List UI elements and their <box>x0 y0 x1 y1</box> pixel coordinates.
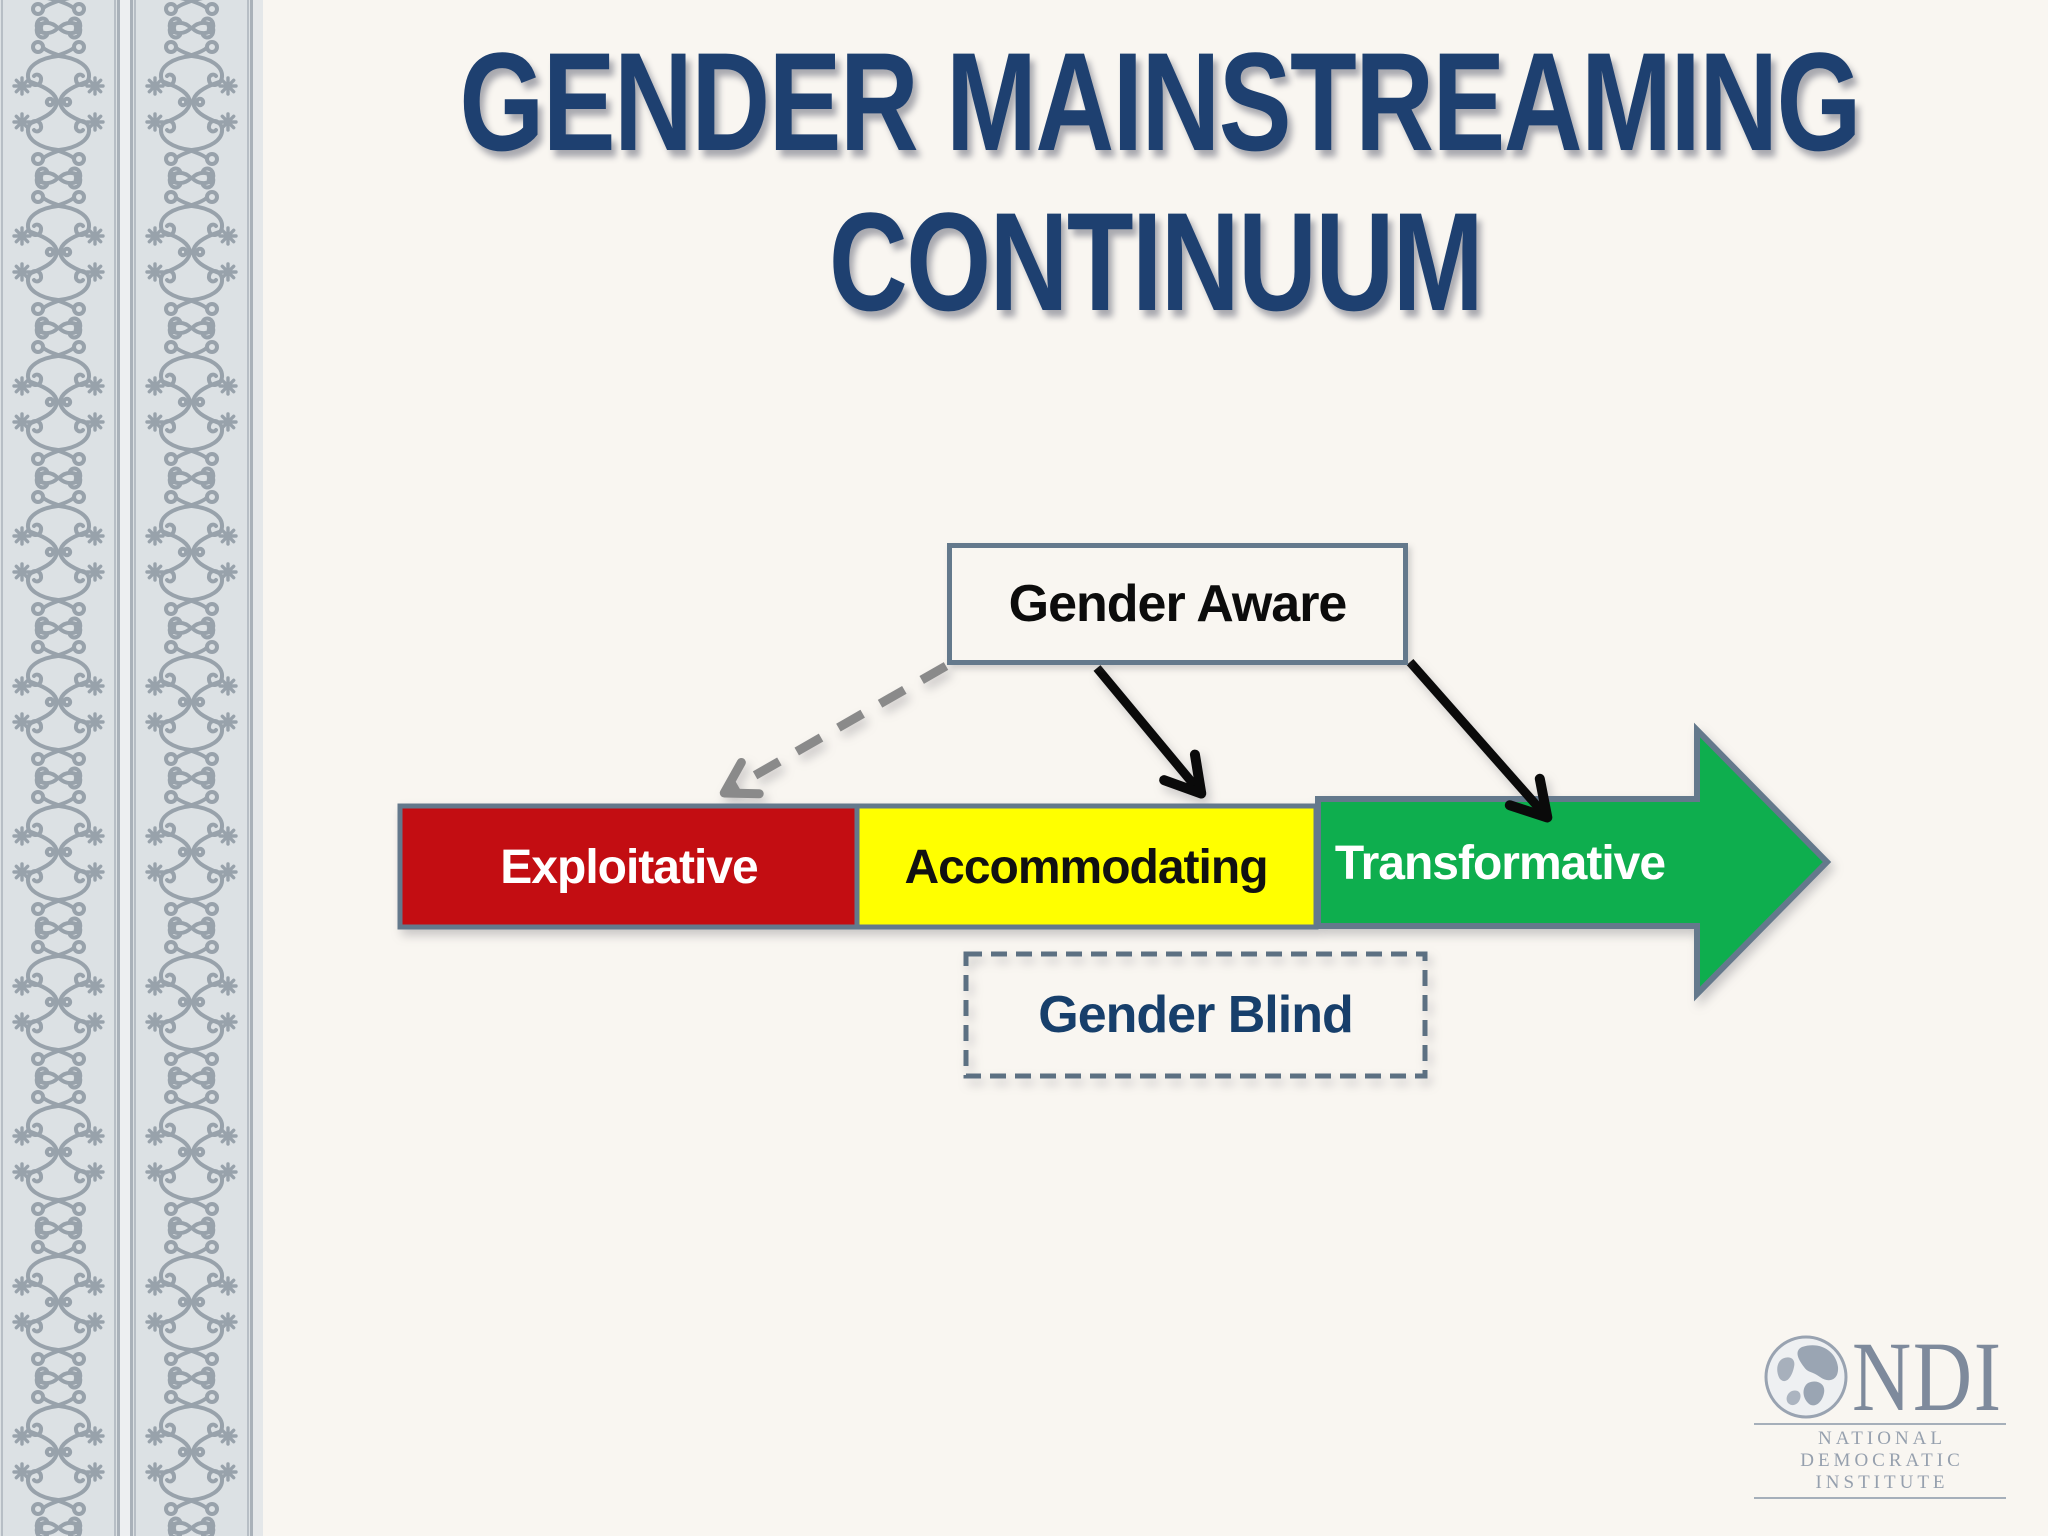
segment-label-transformative: Transformative <box>1335 837 1665 890</box>
gender-aware-label: Gender Aware <box>1008 575 1348 633</box>
ornament-pattern <box>0 0 263 1536</box>
gender-aware-box: Gender Aware <box>947 543 1408 665</box>
dashed-arrow-to-exploitative <box>719 662 949 799</box>
globe-icon <box>1764 1335 1848 1419</box>
slide-title: GENDER MAINSTREAMING CONTINUUM <box>263 22 2048 342</box>
decorative-left-border <box>0 0 263 1536</box>
solid-arrow-to-accommodating <box>1093 665 1207 799</box>
ndi-org-line: DEMOCRATIC <box>1800 1450 1964 1471</box>
title-line-1: GENDER MAINSTREAMING <box>459 23 1861 180</box>
ndi-org-line: NATIONAL <box>1817 1428 1947 1449</box>
segment-label-exploitative: Exploitative <box>500 841 758 894</box>
solid-arrow-to-transformative <box>1406 659 1553 823</box>
segment-label-accommodating: Accommodating <box>904 841 1267 894</box>
ndi-rule-bottom <box>1754 1497 2006 1499</box>
title-line-2: CONTINUUM <box>828 183 1484 340</box>
ndi-org-line: INSTITUTE <box>1815 1472 1949 1493</box>
ndi-rule-top <box>1754 1423 2006 1425</box>
gender-blind-box <box>963 951 1428 1079</box>
ndi-acronym: NDI <box>1852 1321 2003 1432</box>
segment-transformative-arrow <box>1315 722 1832 1002</box>
segment-exploitative <box>397 803 860 930</box>
ndi-org-name: NATIONAL DEMOCRATIC INSTITUTE <box>1748 1428 2016 1494</box>
gender-blind-label: Gender Blind <box>1038 986 1353 1044</box>
ndi-logo: NDI NATIONAL DEMOCRATIC INSTITUTE <box>1748 1326 2016 1511</box>
ndi-logo-top: NDI <box>1762 1321 2036 1432</box>
